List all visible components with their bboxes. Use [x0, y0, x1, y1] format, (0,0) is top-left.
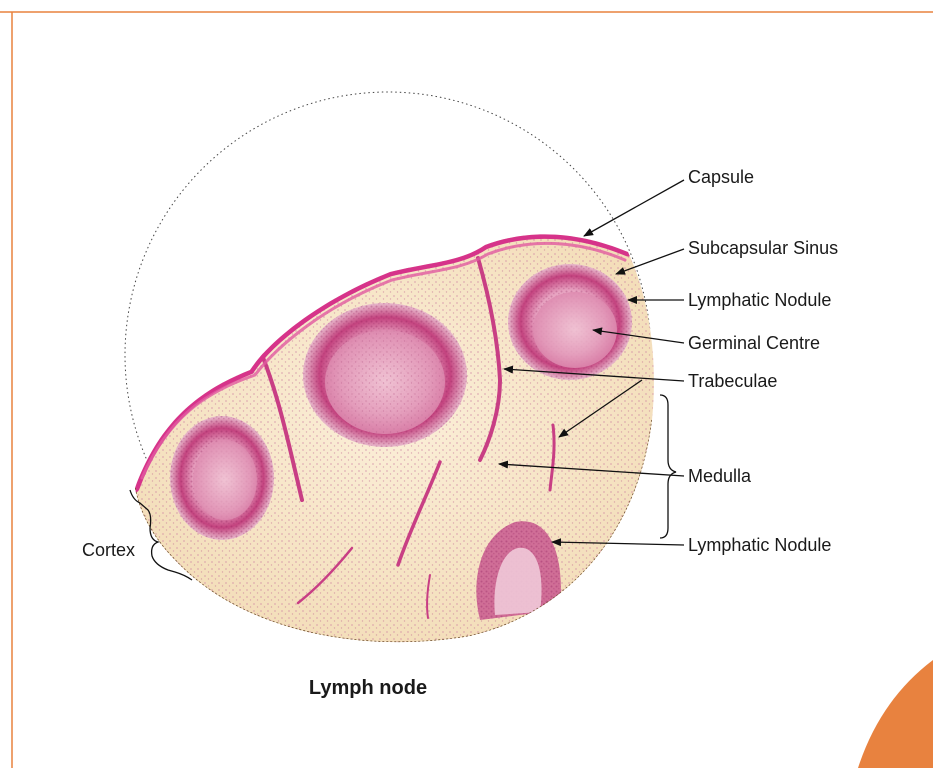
tissue-section: [120, 220, 680, 660]
lymphatic-nodule-left: [170, 416, 274, 540]
germinal-centre-label: Germinal Centre: [688, 333, 820, 353]
cortex-label: Cortex: [82, 540, 135, 560]
medulla-label: Medulla: [688, 466, 752, 486]
capsule-label: Capsule: [688, 167, 754, 187]
lymphatic-nodule-bottom-label: Lymphatic Nodule: [688, 535, 831, 555]
lymphatic-nodule-top-label: Lymphatic Nodule: [688, 290, 831, 310]
subcapsular-sinus-label: Subcapsular Sinus: [688, 238, 838, 258]
lymphatic-nodule-center: [303, 303, 467, 447]
figure-caption: Lymph node: [309, 677, 427, 699]
capsule-leader: [584, 180, 684, 236]
corner-decoration: [858, 660, 933, 768]
trabeculae-label: Trabeculae: [688, 371, 777, 391]
lymphatic-nodule-top-right: [508, 264, 632, 380]
medulla-bracket: [660, 395, 676, 538]
